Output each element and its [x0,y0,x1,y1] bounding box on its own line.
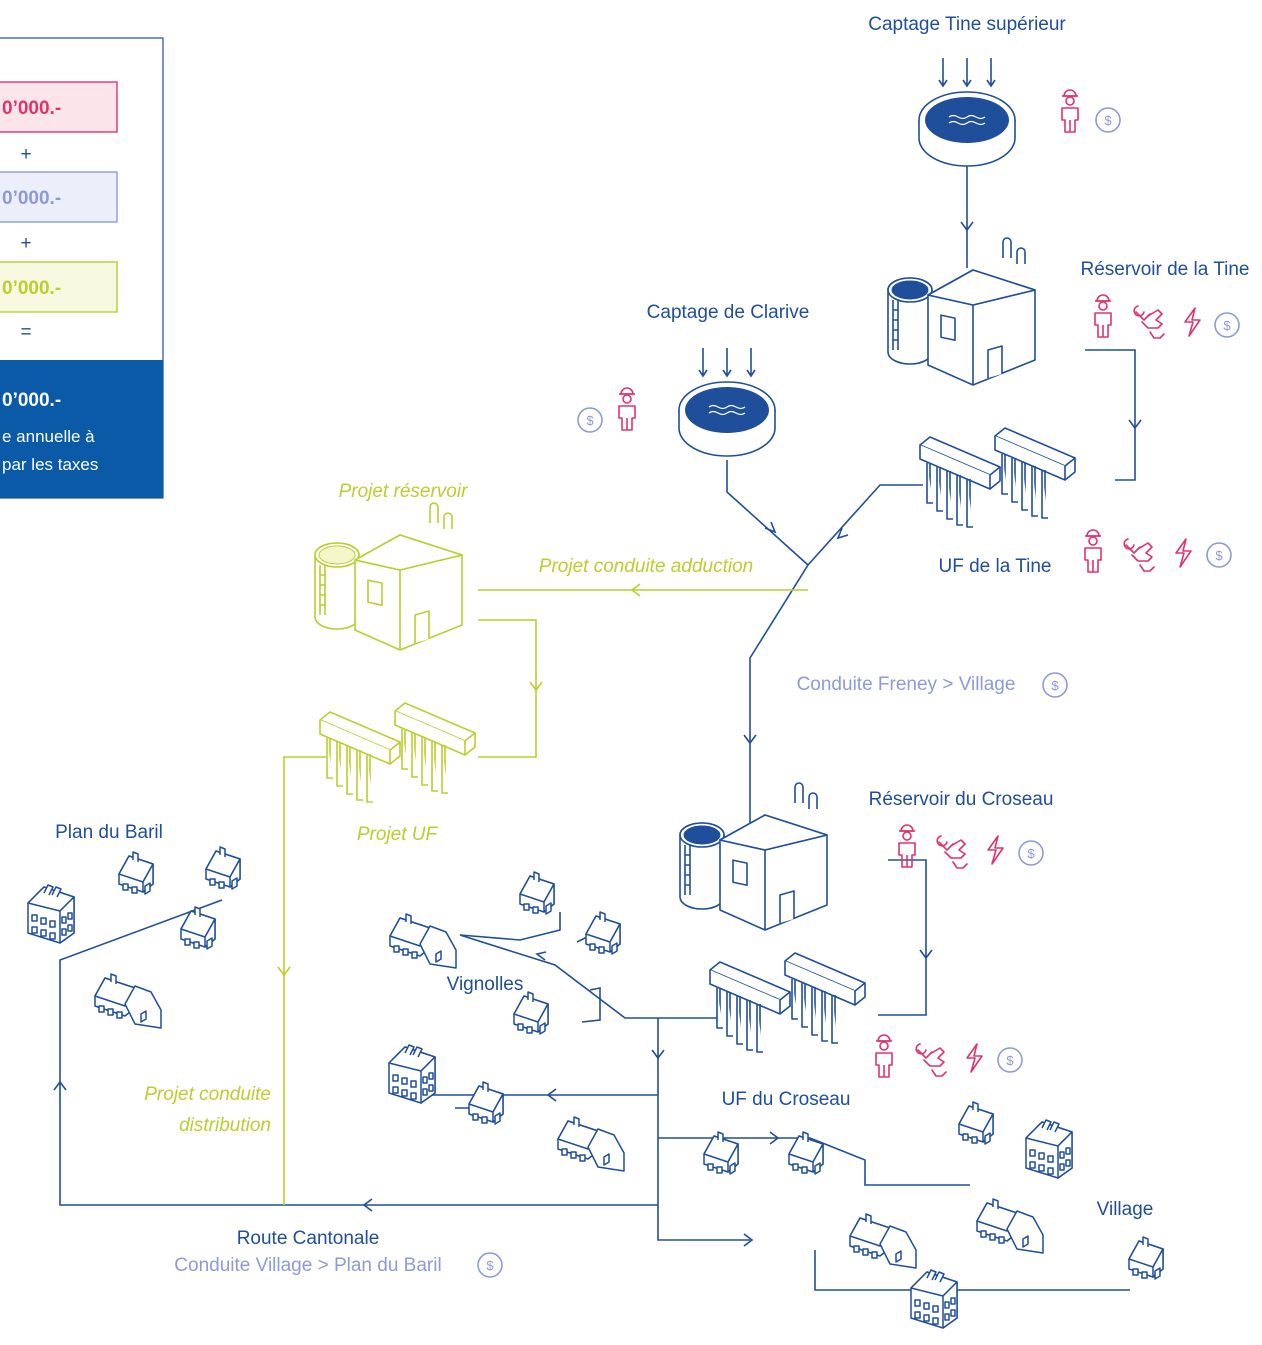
maintenance-icon [936,835,968,869]
label-projet-conduite-distribution-2: distribution [179,1115,271,1136]
label-projet-uf: Projet UF [357,824,439,845]
label-conduite-freney-village: Conduite Freney > Village [797,674,1016,695]
label-projet-conduite-distribution-1: Projet conduite [144,1084,271,1105]
label-vignolles: Vignolles [447,974,524,995]
reservoir-croseau [679,782,828,931]
cost-icon [1018,840,1044,866]
cost-row-2-box [0,171,118,223]
label-projet-conduite-adduction: Projet conduite adduction [539,556,753,577]
reservoir-tine [887,237,1036,386]
icons-reservoir-tine [1094,294,1240,339]
cost-icon [997,1047,1023,1073]
icons-captage-clarive [577,387,636,433]
label-reservoir-tine: Réservoir de la Tine [1081,259,1250,280]
worker-icon [1094,294,1112,338]
cost-icon [1042,672,1068,698]
project-reservoir [314,502,463,651]
total-caption-line-2: e annuelle à [2,427,95,446]
maintenance-icon [1123,538,1155,572]
operator-plus-2: + [20,233,31,254]
worker-icon [898,824,916,868]
worker-icon [618,387,636,431]
label-reservoir-croseau: Réservoir du Croseau [869,789,1054,810]
project-pipes [277,583,808,1205]
icons-reservoir-croseau [898,824,1044,869]
maintenance-icon [915,1043,947,1077]
operator-plus-1: + [20,144,31,165]
label-uf-croseau: UF du Croseau [722,1089,851,1110]
cost-row-3-box [0,261,118,313]
icons-uf-tine [1084,529,1232,573]
cost-icon [577,407,603,433]
cost-row-1-box [0,81,118,133]
electricity-icon [966,1043,983,1073]
electricity-icon [1184,307,1201,337]
worker-icon [1084,529,1102,573]
uf-croseau [709,952,866,1053]
captage-tine-intake [918,57,1016,167]
cost-icon [1206,542,1232,568]
operator-equals: = [20,322,31,343]
cost-icon [477,1252,503,1278]
total-value: 0’000.- [2,390,61,411]
label-route-cantonale: Route Cantonale [237,1228,380,1249]
cost-icon [1214,312,1240,338]
cost-panel: 0’000.- + 0’000.- + 0’000.- = 0’000.- e … [0,37,164,499]
icons-uf-croseau [875,1034,1023,1078]
label-conduite-village-plan-baril: Conduite Village > Plan du Baril [174,1255,441,1276]
label-plan-du-baril: Plan du Baril [55,822,163,843]
maintenance-icon [1133,305,1165,339]
captage-clarive-intake [678,347,776,457]
total-caption-line-3: par les taxes [2,455,98,474]
worker-icon [1061,89,1079,133]
worker-icon [875,1034,893,1078]
label-captage-clarive: Captage de Clarive [647,302,810,323]
icons-captage-tine [1061,89,1121,133]
uf-tine [919,427,1076,528]
electricity-icon [987,835,1004,865]
cost-row-2-value: 0’000.- [2,188,61,209]
cost-row-1-value: 0’000.- [2,98,61,119]
cost-icon [1095,107,1121,133]
label-uf-tine: UF de la Tine [939,556,1052,577]
project-uf [319,702,476,803]
electricity-icon [1175,538,1192,568]
cost-row-3-value: 0’000.- [2,278,61,299]
total-box [0,360,163,498]
label-village: Village [1097,1199,1154,1220]
label-captage-tine: Captage Tine supérieur [868,14,1066,35]
label-projet-reservoir: Projet réservoir [339,481,468,502]
